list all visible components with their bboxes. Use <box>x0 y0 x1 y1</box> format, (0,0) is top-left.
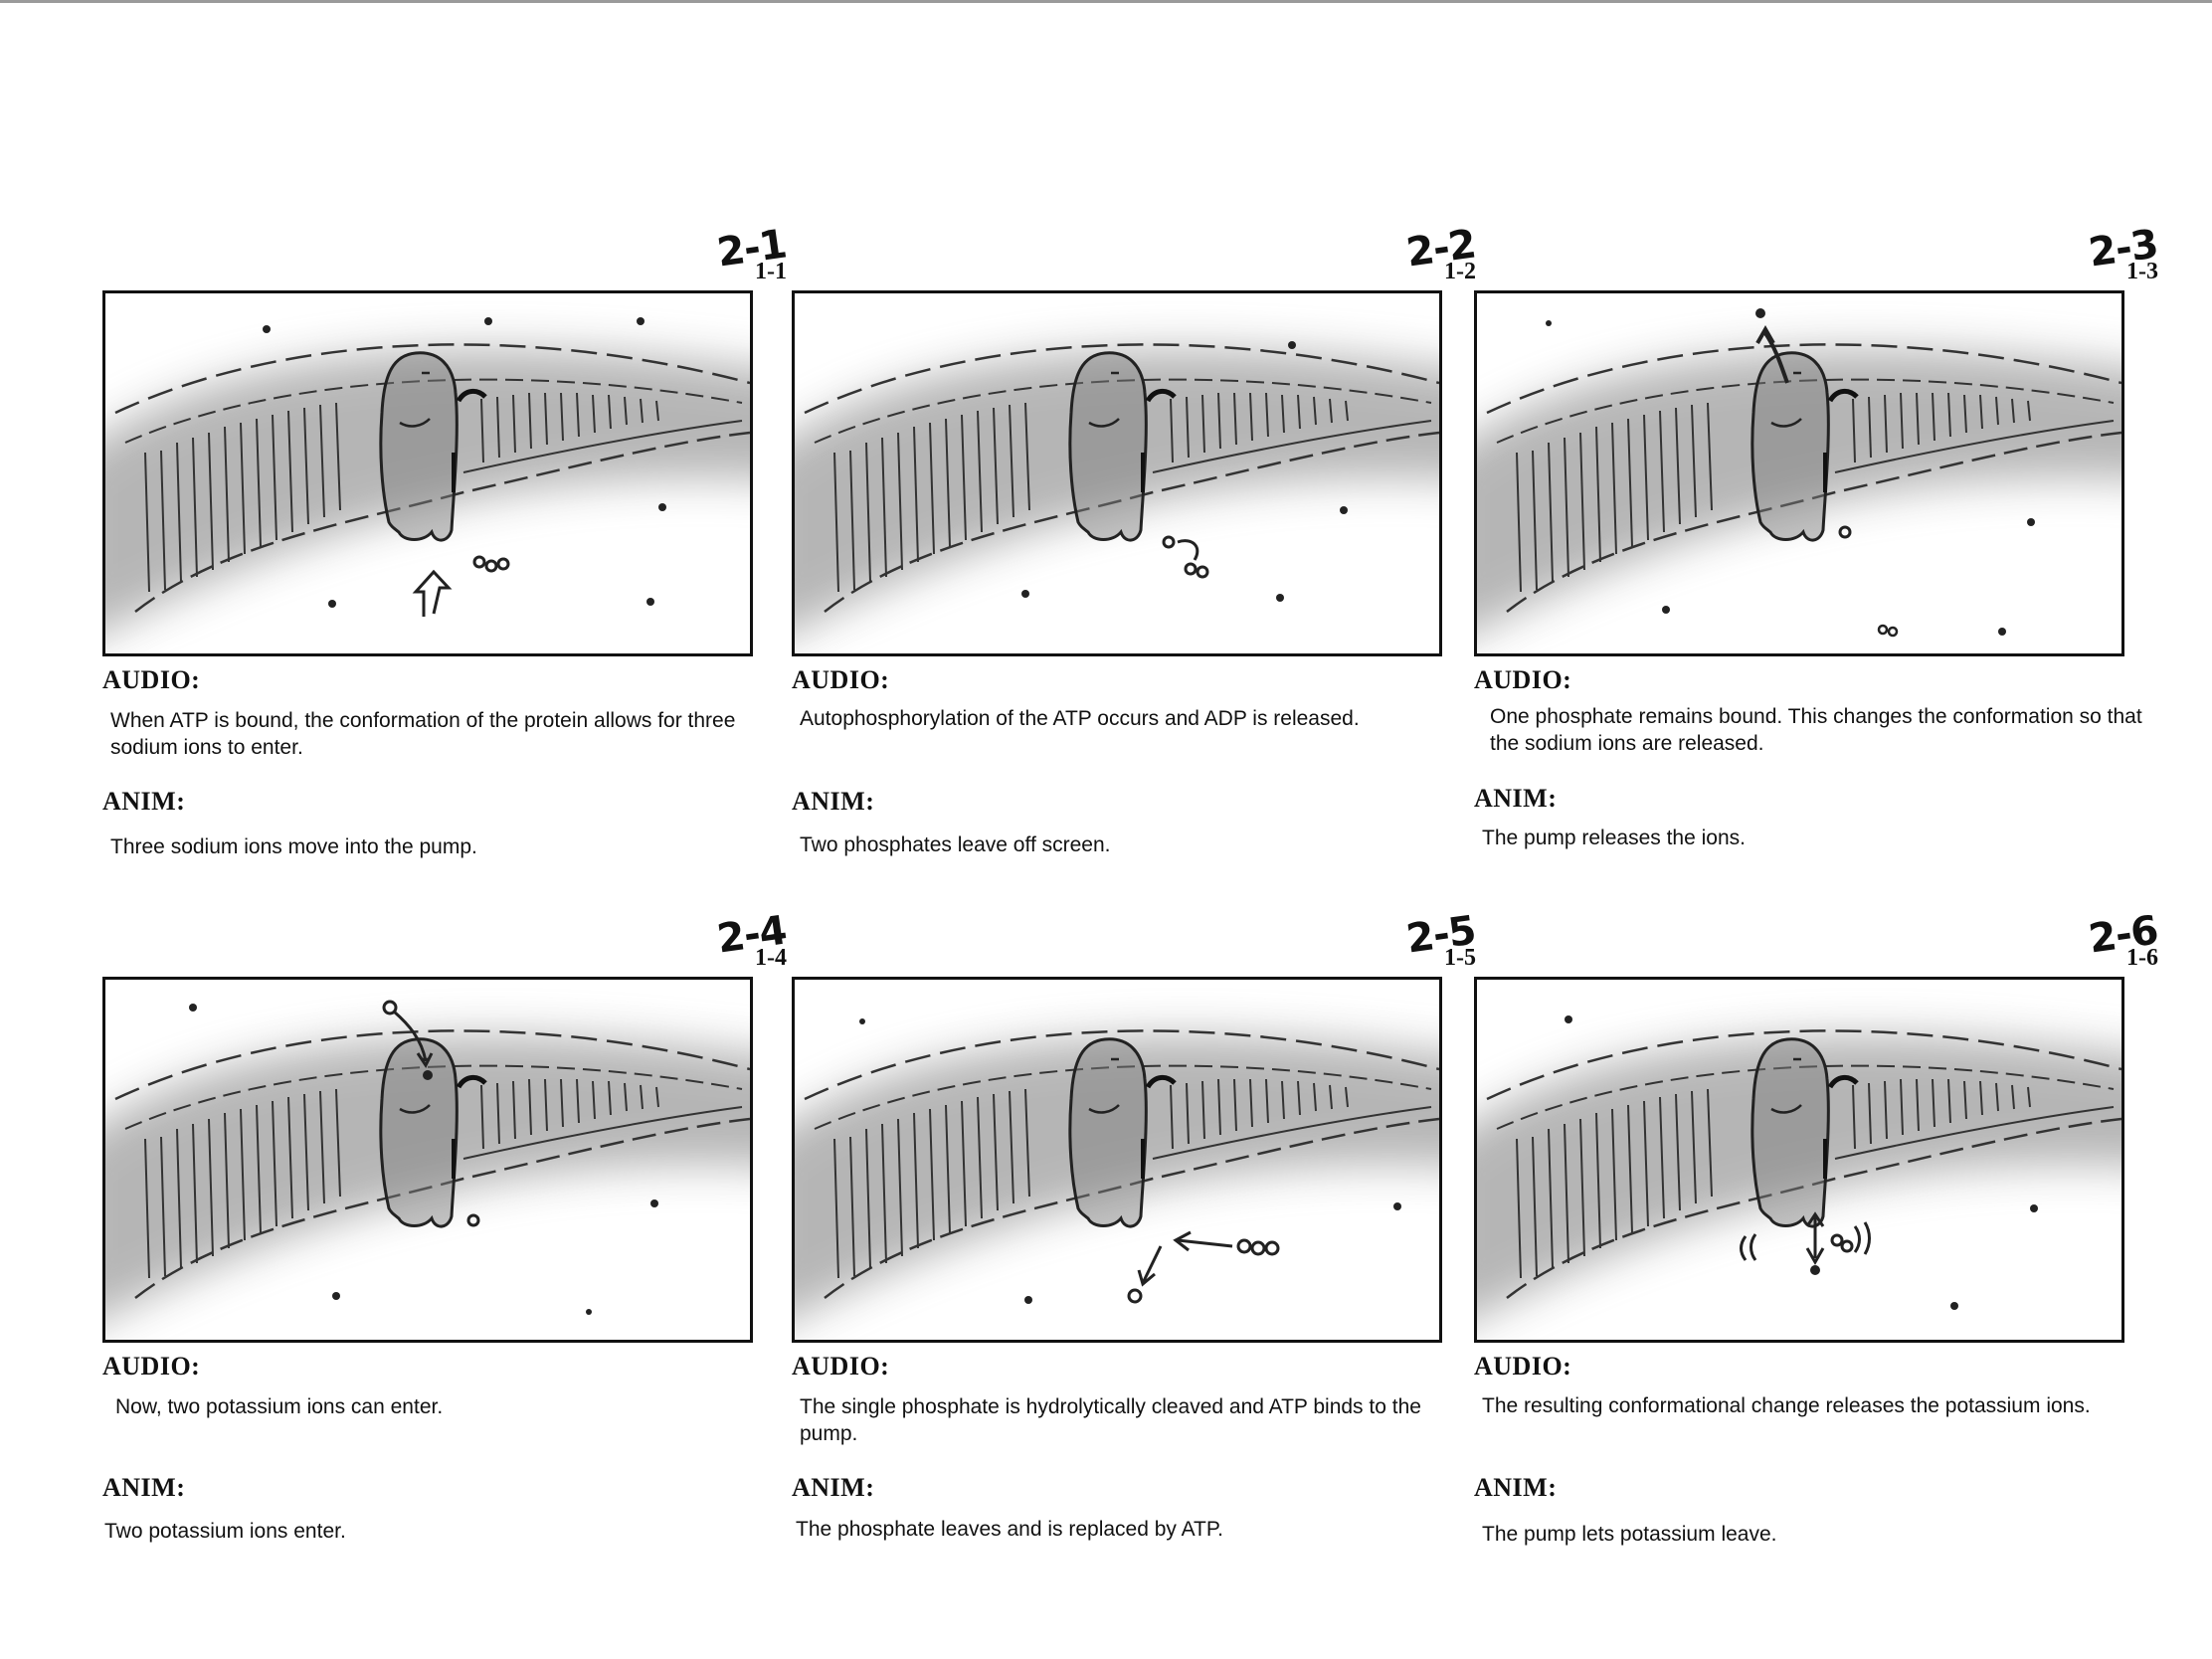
sketch-frame <box>792 290 1442 656</box>
membrane-pump-sketch <box>105 1000 750 1340</box>
audio-label: AUDIO: <box>1474 1352 1572 1381</box>
anim-text: The phosphate leaves and is replaced by … <box>796 1518 1224 1541</box>
anim-label: ANIM: <box>1474 784 1558 813</box>
storyboard-panel-5: 2-5 1-5 AUDIO: The single phosphate is h… <box>792 907 1478 1541</box>
anim-label: ANIM: <box>792 1473 875 1502</box>
top-rule <box>0 0 2212 3</box>
anim-text: The pump releases the ions. <box>1482 827 1746 849</box>
audio-text: The resulting conformational change rele… <box>1482 1394 2091 1417</box>
audio-label: AUDIO: <box>1474 665 1572 694</box>
membrane-pump-sketch <box>105 317 750 653</box>
anim-label: ANIM: <box>1474 1473 1558 1502</box>
sketch-frame <box>102 290 753 656</box>
audio-label: AUDIO: <box>102 665 201 694</box>
storyboard-panel-1: 2-1 1-1 AUDIO: When ATP is bound, the co… <box>102 221 789 858</box>
membrane-pump-sketch <box>795 1018 1439 1340</box>
storyboard-panel-3: 2-3 1-3 AUDIO: One phosphate remains bou… <box>1474 221 2160 849</box>
audio-text: The single phosphate is hydrolytically c… <box>800 1395 1421 1445</box>
anim-label: ANIM: <box>102 787 186 816</box>
audio-text: Now, two potassium ions can enter. <box>115 1395 444 1418</box>
membrane-pump-sketch <box>1477 308 2121 653</box>
membrane-pump-sketch <box>795 341 1439 653</box>
anim-text: Two potassium ions enter. <box>104 1520 346 1543</box>
audio-label: AUDIO: <box>102 1352 201 1381</box>
storyboard-panel-6: 2-6 1-6 AUDIO: The resulting conformatio… <box>1474 907 2160 1546</box>
sketch-frame <box>792 977 1442 1343</box>
audio-label: AUDIO: <box>792 1352 890 1381</box>
sketch-frame <box>102 977 753 1343</box>
sketch-frame <box>1474 290 2124 656</box>
storyboard-panel-2: 2-2 1-2 AUDIO: Autophosphorylation of th… <box>792 221 1478 856</box>
audio-text: One phosphate remains bound. This change… <box>1490 705 2142 755</box>
frame-number: 1-4 <box>755 945 787 971</box>
frame-number: 1-3 <box>2126 259 2158 284</box>
anim-label: ANIM: <box>792 787 875 816</box>
frame-number: 1-6 <box>2126 945 2158 971</box>
audio-label: AUDIO: <box>792 665 890 694</box>
anim-text: The pump lets potassium leave. <box>1482 1523 1777 1546</box>
anim-text: Three sodium ions move into the pump. <box>110 835 477 858</box>
anim-label: ANIM: <box>102 1473 186 1502</box>
anim-text: Two phosphates leave off screen. <box>800 833 1111 856</box>
frame-number: 1-5 <box>1444 945 1476 971</box>
frame-number: 1-1 <box>755 259 787 284</box>
frame-number: 1-2 <box>1444 259 1476 284</box>
audio-text: When ATP is bound, the conformation of t… <box>110 709 736 759</box>
storyboard-panel-4: 2-4 1-4 AUDIO: Now, two potassium ions c… <box>102 907 789 1543</box>
membrane-pump-sketch <box>1477 1015 2121 1340</box>
sketch-frame <box>1474 977 2124 1343</box>
audio-text: Autophosphorylation of the ATP occurs an… <box>800 707 1360 730</box>
